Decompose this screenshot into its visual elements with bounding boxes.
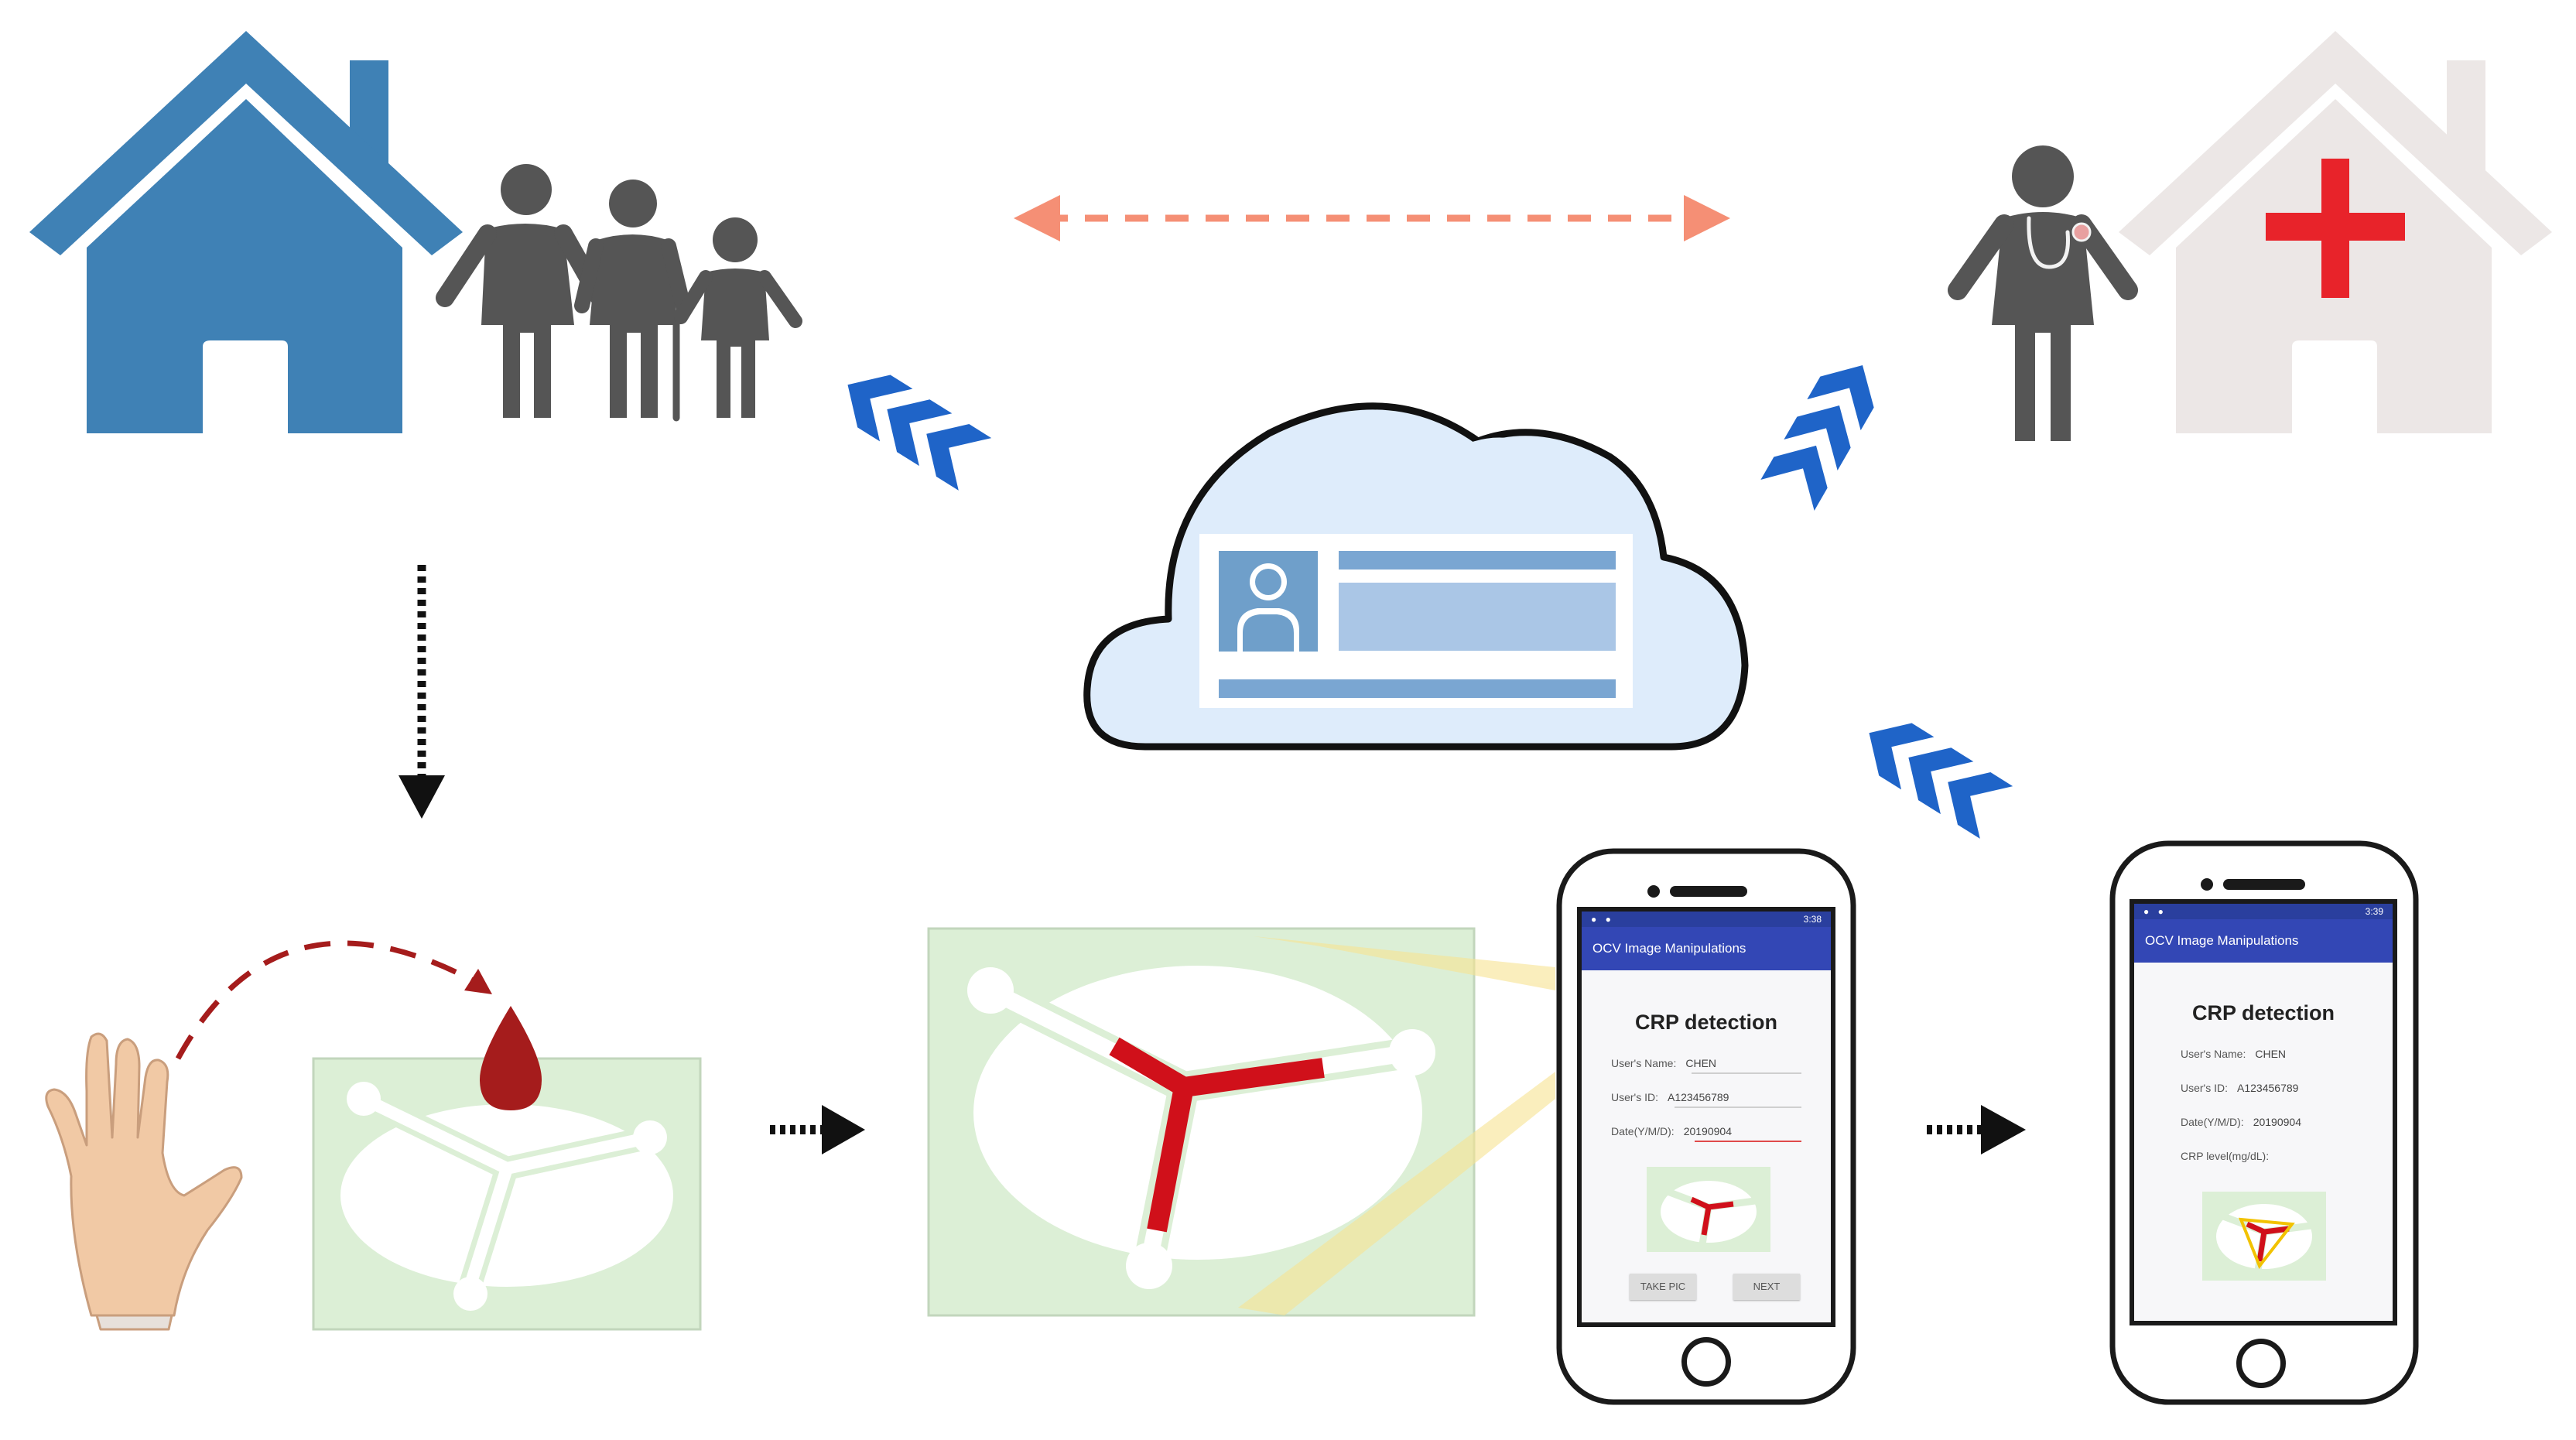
status-time: 3:39 <box>2365 906 2383 917</box>
analyzed-chip-thumbnail <box>2202 1192 2326 1281</box>
sample-transfer-arrowhead <box>464 969 492 994</box>
home-button[interactable] <box>2236 1339 2286 1388</box>
id-card-icon <box>1199 534 1633 708</box>
name-field[interactable]: User's Name: CHEN <box>1611 1057 1801 1074</box>
status-bar: ● ● 3:38 <box>1582 912 1831 927</box>
app-title: OCV Image Manipulations <box>2134 919 2393 963</box>
down-dotted-arrow <box>399 565 445 819</box>
name-value: CHEN <box>2255 1048 2287 1060</box>
blood-drop-icon <box>480 1006 542 1110</box>
phone-screen-input: ● ● 3:38 OCV Image Manipulations CRP det… <box>1582 912 1831 1322</box>
name-label: User's Name: <box>2181 1048 2246 1060</box>
date-label: Date(Y/M/D): <box>2181 1116 2244 1128</box>
name-field: User's Name: CHEN <box>2181 1048 2363 1060</box>
process-arrow-2 <box>1927 1105 2026 1154</box>
captured-chip-thumbnail <box>1647 1167 1770 1252</box>
crp-level-field: CRP level(mg/dL): <box>2181 1150 2363 1162</box>
sample-transfer-arrow <box>175 940 481 1060</box>
date-field: Date(Y/M/D): 20190904 <box>2181 1116 2363 1128</box>
app-title: OCV Image Manipulations <box>1582 927 1831 970</box>
date-label: Date(Y/M/D): <box>1611 1125 1675 1137</box>
home-button[interactable] <box>1681 1337 1731 1387</box>
date-field[interactable]: Date(Y/M/D): 20190904 <box>1611 1125 1801 1142</box>
name-label: User's Name: <box>1611 1057 1677 1069</box>
upload-to-home-arrow <box>831 358 992 491</box>
upload-to-cloud-arrow <box>1852 706 2013 839</box>
phone-screen-result: ● ● 3:39 OCV Image Manipulations CRP det… <box>2134 904 2393 1321</box>
doctor-icon <box>1948 145 2138 441</box>
status-bar: ● ● 3:39 <box>2134 904 2393 919</box>
id-label: User's ID: <box>2181 1082 2229 1094</box>
screen-heading: CRP detection <box>2191 1001 2335 1024</box>
upload-to-doctor-arrow <box>1760 349 1890 511</box>
hospital-icon <box>2119 31 2552 433</box>
reaction-channel-mark <box>1109 1037 1325 1233</box>
process-arrow-1 <box>770 1105 865 1154</box>
red-cross-icon <box>2266 159 2405 298</box>
reacted-chip-icon <box>927 927 1476 1317</box>
id-value: A123456789 <box>2237 1082 2299 1094</box>
id-label: User's ID: <box>1611 1091 1659 1103</box>
bidirectional-transfer-arrow <box>1014 195 1730 241</box>
name-value: CHEN <box>1685 1057 1717 1069</box>
id-value: A123456789 <box>1668 1091 1729 1103</box>
date-value: 20190904 <box>2253 1116 2301 1128</box>
take-pic-button[interactable]: TAKE PIC <box>1630 1274 1696 1300</box>
status-time: 3:38 <box>1803 914 1822 925</box>
screen-heading: CRP detection <box>1634 1011 1778 1034</box>
next-button[interactable]: NEXT <box>1733 1274 1800 1300</box>
date-value: 20190904 <box>1683 1125 1732 1137</box>
home-icon <box>29 31 463 433</box>
hand-icon <box>45 1032 243 1331</box>
id-field[interactable]: User's ID: A123456789 <box>1611 1091 1801 1108</box>
crp-level-label: CRP level(mg/dL): <box>2181 1150 2270 1162</box>
family-icon <box>436 164 802 422</box>
capture-beam <box>1238 936 1555 1315</box>
id-field: User's ID: A123456789 <box>2181 1082 2363 1094</box>
